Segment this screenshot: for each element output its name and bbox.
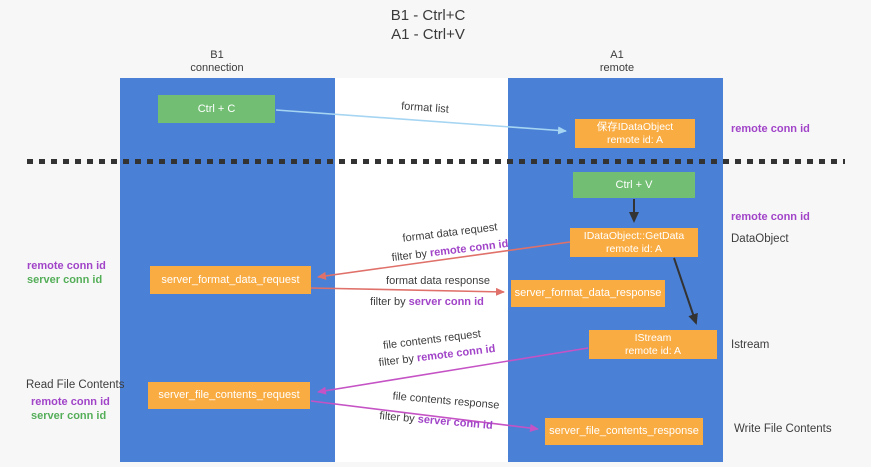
- annotation-istream: Istream: [731, 339, 770, 351]
- getdata-line2: remote id: A: [605, 242, 663, 255]
- istream-line2: remote id: A: [624, 344, 682, 357]
- idataobject-getdata-box: IDataObject::GetData remote id: A: [570, 228, 698, 257]
- server-file-contents-response-label: server_file_contents_response: [549, 425, 699, 437]
- getdata-line1: IDataObject::GetData: [583, 229, 685, 242]
- annotation-remote-conn-id-top: remote conn id: [731, 123, 810, 135]
- lifeline-header-b1: B1 connection: [190, 49, 243, 75]
- annotation-left-remote-conn-id-1: remote conn id: [27, 260, 106, 272]
- filter-by-text: filter by: [370, 296, 406, 308]
- annotation-write-file-contents: Write File Contents: [734, 423, 832, 435]
- title-line-1: B1 - Ctrl+C: [390, 7, 466, 24]
- server-conn-id-text: server conn id: [408, 296, 484, 308]
- server-file-contents-request-box: server_file_contents_request: [148, 382, 310, 409]
- saved-idataobject-line2: remote id: A: [606, 133, 664, 146]
- lifeline-a1-name: A1: [610, 49, 624, 61]
- saved-idataobject-line1: 保存IDataObject: [596, 120, 674, 133]
- ctrl-v-box: Ctrl + V: [573, 172, 695, 198]
- server-format-data-request-box: server_format_data_request: [150, 266, 311, 294]
- title-line-2: A1 - Ctrl+V: [391, 26, 465, 43]
- annotation-remote-conn-id-mid: remote conn id: [731, 211, 810, 223]
- lifeline-a1-role: remote: [599, 62, 635, 74]
- annotation-left-remote-conn-id-2: remote conn id: [31, 396, 110, 408]
- annotation-dataobject: DataObject: [731, 233, 789, 245]
- saved-idataobject-box: 保存IDataObject remote id: A: [575, 119, 695, 148]
- label-format-data-response: format data response: [386, 275, 490, 287]
- ctrl-c-label: Ctrl + C: [197, 102, 236, 115]
- server-file-contents-response-box: server_file_contents_response: [545, 418, 703, 445]
- annotation-left-server-conn-id-1: server conn id: [27, 274, 103, 286]
- annotation-left-server-conn-id-2: server conn id: [31, 410, 107, 422]
- server-format-data-response-label: server_format_data_response: [514, 287, 662, 299]
- label-filter-server-1: filter by server conn id: [370, 296, 484, 308]
- ctrl-v-label: Ctrl + V: [615, 178, 653, 191]
- lifeline-b1-role: connection: [190, 62, 244, 74]
- diagram-title: B1 - Ctrl+C A1 - Ctrl+V: [391, 6, 466, 44]
- annotation-read-file-contents: Read File Contents: [26, 379, 125, 391]
- server-format-data-response-box: server_format_data_response: [511, 280, 665, 307]
- istream-box: IStream remote id: A: [589, 330, 717, 359]
- server-file-contents-request-label: server_file_contents_request: [158, 389, 300, 401]
- lifeline-header-a1: A1 remote: [600, 49, 634, 75]
- clipboard-boundary-dashed-line: [27, 159, 845, 164]
- istream-line1: IStream: [634, 331, 672, 344]
- server-format-data-request-label: server_format_data_request: [161, 273, 300, 286]
- lifeline-b1-name: B1: [210, 49, 224, 61]
- ctrl-c-box: Ctrl + C: [158, 95, 275, 123]
